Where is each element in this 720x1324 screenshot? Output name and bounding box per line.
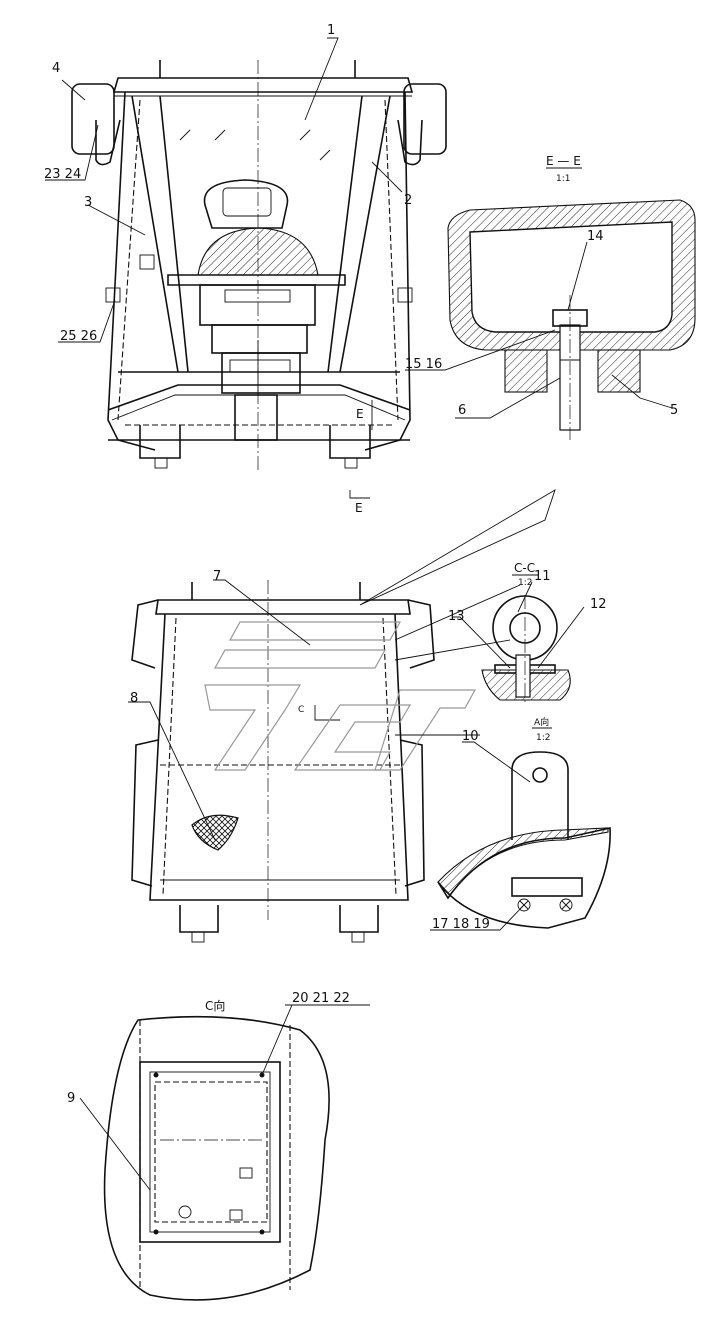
watermark-logo bbox=[204, 621, 477, 771]
section-e-cut-label-2: E bbox=[356, 407, 364, 421]
part-number-12: 12 bbox=[590, 597, 607, 612]
part-number-4: 4 bbox=[52, 61, 60, 76]
part-numbers-20-21-22: 20 21 22 bbox=[292, 991, 350, 1006]
view-c-detail bbox=[103, 1015, 330, 1301]
section-e-e-scale: 1:1 bbox=[556, 174, 570, 184]
part-number-7: 7 bbox=[213, 569, 221, 584]
part-numbers-25-26: 25 26 bbox=[60, 329, 97, 344]
part-numbers-15-16: 15 16 bbox=[405, 357, 442, 372]
cab-rear-view bbox=[131, 580, 435, 943]
part-number-1: 1 bbox=[327, 23, 335, 38]
section-e-e-title: E — E bbox=[546, 154, 581, 168]
part-number-5: 5 bbox=[670, 403, 678, 418]
part-number-3: 3 bbox=[84, 195, 92, 210]
leader-lines bbox=[45, 37, 673, 1191]
part-number-14: 14 bbox=[587, 229, 604, 244]
part-numbers-17-18-19: 17 18 19 bbox=[432, 917, 490, 932]
section-c-c-scale: 1:2 bbox=[518, 578, 532, 588]
section-e-e-view bbox=[447, 199, 696, 440]
section-c-c-view bbox=[481, 595, 571, 705]
part-number-6: 6 bbox=[458, 403, 466, 418]
section-e-cut-label: E bbox=[355, 501, 363, 515]
part-number-8: 8 bbox=[130, 691, 138, 706]
part-number-labels: 1 2 3 4 5 6 7 8 9 10 11 12 13 14 15 16 1… bbox=[44, 23, 678, 1106]
part-number-9: 9 bbox=[67, 1091, 75, 1106]
part-number-13: 13 bbox=[448, 609, 465, 624]
view-c-marker: C bbox=[298, 705, 304, 715]
cab-front-view bbox=[71, 60, 447, 499]
part-number-10: 10 bbox=[462, 729, 479, 744]
view-a-detail bbox=[437, 751, 611, 929]
section-c-c-title: C-C bbox=[514, 561, 535, 575]
view-a-title: A向 bbox=[534, 716, 549, 728]
part-numbers-23-24: 23 24 bbox=[44, 167, 81, 182]
part-number-2: 2 bbox=[404, 193, 412, 208]
part-number-11: 11 bbox=[534, 569, 551, 584]
view-a-scale: 1:2 bbox=[536, 733, 550, 743]
view-titles: E — E 1:1 E E C-C 1:2 A向 1:2 C向 C bbox=[205, 154, 582, 1013]
view-c-title: C向 bbox=[205, 998, 225, 1013]
